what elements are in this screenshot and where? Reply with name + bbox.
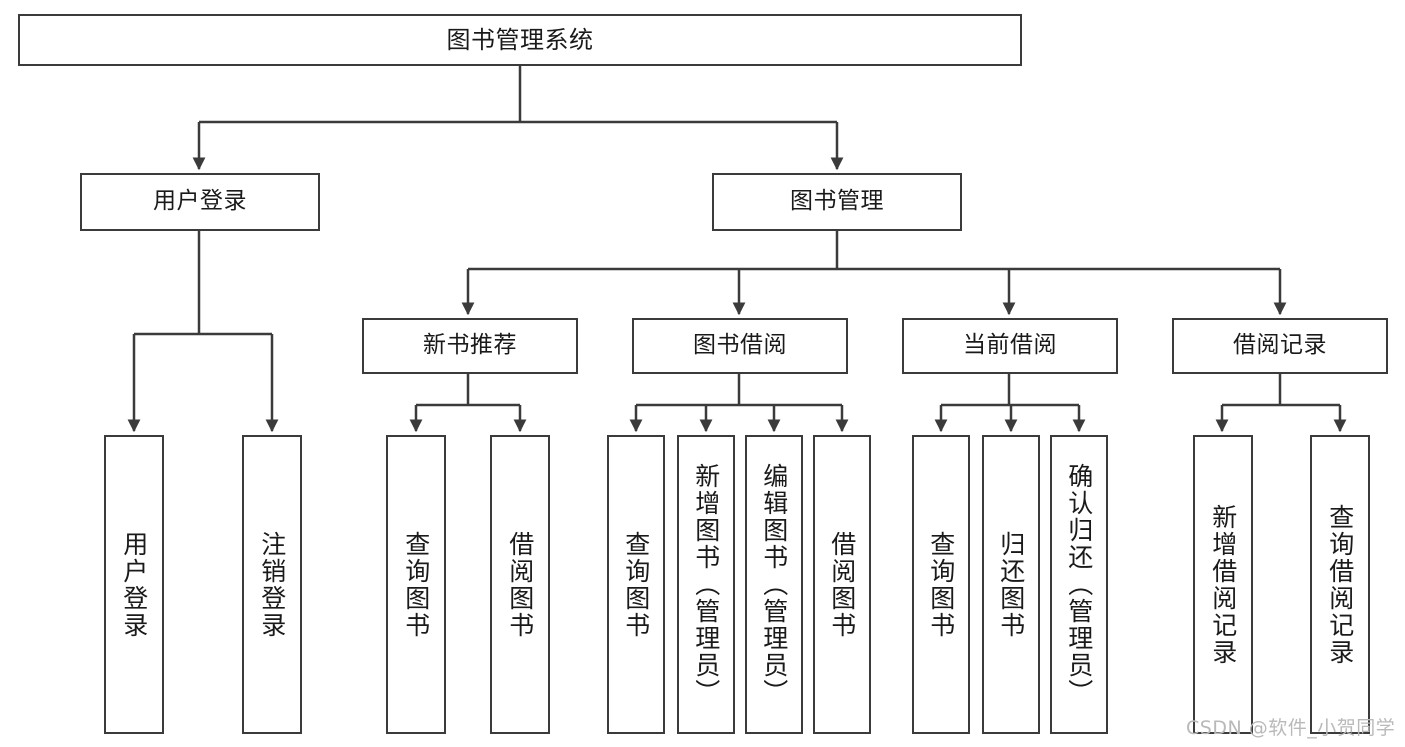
node-label: 用户登录 xyxy=(153,188,247,215)
node-label: 归还图书 xyxy=(996,530,1026,639)
node-label: 编辑图书（管理员） xyxy=(759,463,789,706)
leaf-new-book-borrow[interactable]: 借阅图书 xyxy=(490,435,550,734)
node-label: 查询图书 xyxy=(926,530,956,639)
node-label: 查询借阅记录 xyxy=(1325,503,1355,666)
node-root-system[interactable]: 图书管理系统 xyxy=(18,14,1022,66)
node-label: 注销登录 xyxy=(257,530,287,639)
node-label: 用户登录 xyxy=(119,530,149,639)
node-label: 图书借阅 xyxy=(693,332,787,359)
leaf-book-borrow-query[interactable]: 查询图书 xyxy=(607,435,665,734)
leaf-current-borrow-confirm-return[interactable]: 确认归还（管理员） xyxy=(1050,435,1108,734)
node-label: 借阅记录 xyxy=(1233,332,1327,359)
node-user-login[interactable]: 用户登录 xyxy=(80,173,320,231)
node-current-borrow[interactable]: 当前借阅 xyxy=(902,318,1118,374)
node-label: 新增借阅记录 xyxy=(1208,503,1238,666)
leaf-book-borrow-borrow[interactable]: 借阅图书 xyxy=(813,435,871,734)
node-label: 新书推荐 xyxy=(423,332,517,359)
node-label: 当前借阅 xyxy=(963,332,1057,359)
leaf-book-borrow-add[interactable]: 新增图书（管理员） xyxy=(677,435,735,734)
node-label: 图书管理 xyxy=(790,188,884,215)
node-label: 新增图书（管理员） xyxy=(691,463,721,706)
node-book-management[interactable]: 图书管理 xyxy=(712,173,962,231)
node-label: 确认归还（管理员） xyxy=(1064,463,1094,706)
node-new-book-recommend[interactable]: 新书推荐 xyxy=(362,318,578,374)
leaf-user-login-logout[interactable]: 注销登录 xyxy=(242,435,302,734)
node-borrow-record[interactable]: 借阅记录 xyxy=(1172,318,1388,374)
leaf-current-borrow-return[interactable]: 归还图书 xyxy=(982,435,1040,734)
csdn-watermark: CSDN @软件_小贺同学 xyxy=(1186,717,1396,739)
leaf-user-login-login[interactable]: 用户登录 xyxy=(104,435,164,734)
leaf-borrow-record-query[interactable]: 查询借阅记录 xyxy=(1310,435,1370,734)
leaf-borrow-record-add[interactable]: 新增借阅记录 xyxy=(1193,435,1253,734)
node-label: 图书管理系统 xyxy=(446,25,594,54)
leaf-book-borrow-edit[interactable]: 编辑图书（管理员） xyxy=(745,435,803,734)
node-label: 借阅图书 xyxy=(827,530,857,639)
node-label: 借阅图书 xyxy=(505,530,535,639)
node-label: 查询图书 xyxy=(401,530,431,639)
node-book-borrow[interactable]: 图书借阅 xyxy=(632,318,848,374)
leaf-current-borrow-query[interactable]: 查询图书 xyxy=(912,435,970,734)
leaf-new-book-query[interactable]: 查询图书 xyxy=(386,435,446,734)
node-label: 查询图书 xyxy=(621,530,651,639)
